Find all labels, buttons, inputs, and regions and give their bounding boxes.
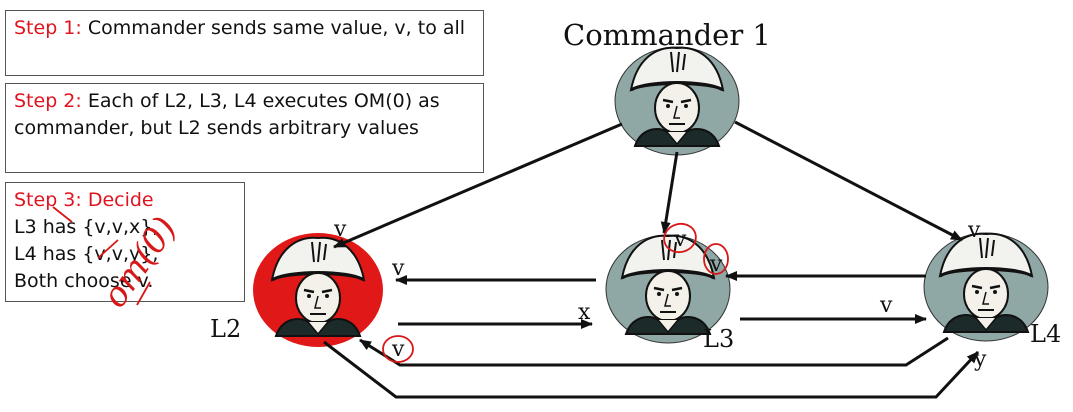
l4-label: L4 [1030,320,1061,348]
step-3-line-1: L3 has {v,v,x}, [14,216,159,238]
edge-label-to-l4: v [967,218,981,243]
step-3-label: Step 3: Decide [14,189,154,211]
commander-node [614,46,740,156]
edge-label-l2-to-l3: x [578,300,591,325]
arrow-commander-to-l4 [734,120,963,242]
edge-label-l3-to-l2: v [391,256,405,281]
l2-node [253,233,383,347]
edge-label-to-l2: v [333,217,347,242]
strike-mark-3 [136,281,151,306]
l4-node [923,232,1049,342]
l3-label: L3 [703,325,734,353]
step-1-box: Step 1: Commander sends same value, v, t… [5,10,484,76]
step-3-box: Step 3: Decide L3 has {v,v,x}, L4 has {v… [5,182,245,302]
strike-mark-1 [52,206,73,223]
arrow-l2-to-l4 [323,340,980,399]
l2-label: L2 [210,315,241,343]
edge-label-l4-to-l2: v [391,337,405,362]
step-3-line-2: L4 has {v,v,y}, [14,243,159,265]
step-1-text: Commander sends same value, v, to all [81,17,466,39]
step-2-label: Step 2: [14,90,82,112]
edge-label-l4-to-l3: v [709,252,723,277]
step-3-line-3: Both choose v. [14,270,154,292]
strike-mark-2 [97,239,119,259]
step-1-label: Step 1: [14,17,82,39]
arrow-commander-to-l3 [660,151,679,234]
handwritten-annotation [52,206,729,363]
edge-label-to-l3: v [673,227,687,252]
step-2-box: Step 2: Each of L2, L3, L4 executes OM(0… [5,83,484,173]
step-2-text: Each of L2, L3, L4 executes OM(0) as com… [14,90,440,139]
edge-label-l2-to-l4: y [973,347,987,372]
arrow-l4-to-l2 [359,336,949,367]
commander-label: Commander 1 [563,18,771,52]
l3-node [605,234,731,344]
arrow-commander-to-l2 [333,122,623,249]
edge-label-l3-to-l4: v [879,293,893,318]
